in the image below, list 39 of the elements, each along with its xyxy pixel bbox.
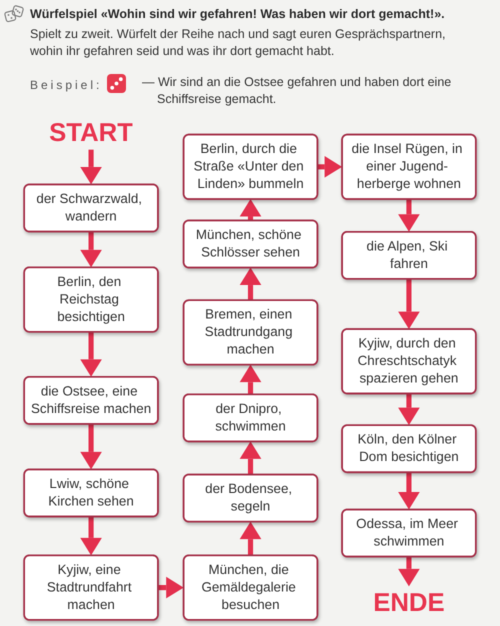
- terminal-label: ENDE: [373, 588, 445, 618]
- step-box: die Ostsee, eine Schiffsreise machen: [23, 376, 159, 425]
- step-box: Berlin, den Reichstag besichtigen: [23, 266, 159, 333]
- step-box: München, schöne Schlösser sehen: [182, 220, 318, 268]
- arrow: [398, 199, 420, 232]
- step-box: Kyjiw, eine Stadtrundfahrt machen: [23, 554, 159, 621]
- arrow: [317, 156, 342, 178]
- step-box: die Insel Rügen, in einer Jugend- herberge wohnen: [341, 134, 477, 200]
- arrow: [240, 199, 262, 220]
- arrow: [240, 364, 262, 394]
- example-sentence: — Wir sind an die Ostsee gefahren und haben dort eine Schiffsreise gemacht.: [142, 74, 452, 108]
- arrow: [240, 441, 262, 475]
- arrow: [80, 232, 102, 268]
- step-box: der Schwarzwald, wandern: [23, 184, 159, 232]
- arrow: [158, 576, 184, 598]
- arrow: [240, 522, 262, 556]
- arrow: [398, 393, 420, 426]
- step-box: die Alpen, Ski fahren: [341, 230, 477, 280]
- arrow: [80, 424, 102, 470]
- step-box: Kyjiw, durch den Chreschtschatyk spazieren gehen: [341, 328, 477, 394]
- example-label: Beispiel:: [30, 78, 102, 92]
- arrow: [240, 268, 262, 300]
- arrow: [398, 556, 420, 586]
- step-box: Odessa, im Meer schwimmen: [341, 508, 477, 558]
- arrow: [398, 278, 420, 330]
- step-box: Lwiw, schöne Kirchen sehen: [23, 468, 159, 518]
- instructions-text: Spielt zu zweit. Würfelt der Reihe nach und sagt euren Gesprächspartnern, wohin ihr gefahren seid und was ihr dort gemacht habt.: [30, 26, 446, 60]
- step-box: der Dnipro, schwimmen: [182, 393, 318, 442]
- title: Würfelspiel «Wohin sind wir gefahren! Was haben wir dort gemacht!».: [30, 7, 445, 21]
- step-box: der Bodensee, segeln: [182, 474, 318, 522]
- arrow: [80, 150, 102, 184]
- step-box: Köln, den Kölner Dom besichtigen: [341, 424, 477, 474]
- step-box: Berlin, durch die Straße «Unter den Linden» bummeln: [182, 134, 318, 200]
- arrow: [398, 472, 420, 510]
- terminal-label: START: [49, 118, 133, 148]
- arrow: [80, 332, 102, 377]
- step-box: München, die Gemäldegalerie besuchen: [182, 554, 318, 621]
- arrow: [80, 516, 102, 556]
- step-box: Bremen, einen Stadtrundgang machen: [182, 299, 318, 366]
